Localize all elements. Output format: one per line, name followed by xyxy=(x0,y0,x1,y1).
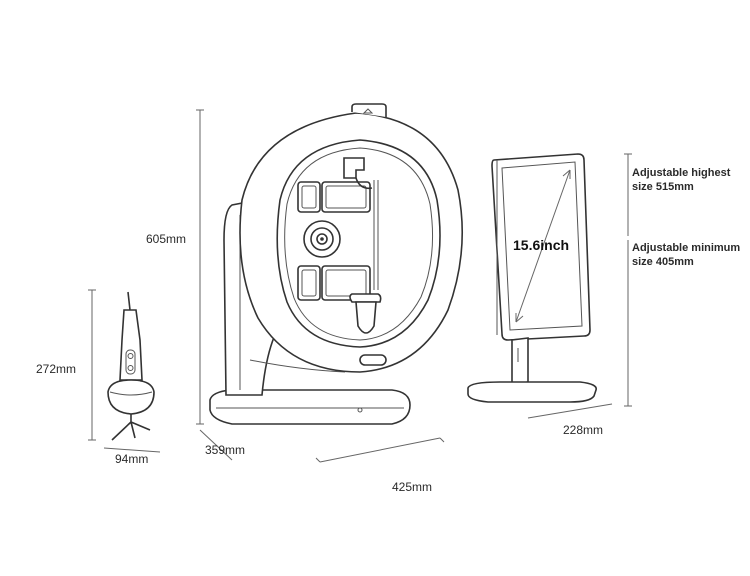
width-label: 425mm xyxy=(392,480,433,494)
screen-size-label: 15.6inch xyxy=(513,237,570,253)
max-height-note-line2: size 515mm xyxy=(632,181,694,193)
screen-width-label: 228mm xyxy=(563,423,604,437)
monitor-icon xyxy=(467,153,597,403)
depth-label: 359mm xyxy=(205,443,246,457)
camera-lens-icon xyxy=(303,220,341,258)
handheld-height-label: 272mm xyxy=(36,362,77,376)
skin-analyzer-icon xyxy=(209,103,464,425)
min-height-note-line1: Adjustable minimum xyxy=(632,242,741,254)
handheld-probe-icon xyxy=(107,291,155,441)
height-label: 605mm xyxy=(146,232,187,246)
min-height-note-line2: size 405mm xyxy=(632,256,694,268)
max-height-note-line1: Adjustable highest xyxy=(632,167,731,179)
handheld-width-label: 94mm xyxy=(115,452,149,466)
